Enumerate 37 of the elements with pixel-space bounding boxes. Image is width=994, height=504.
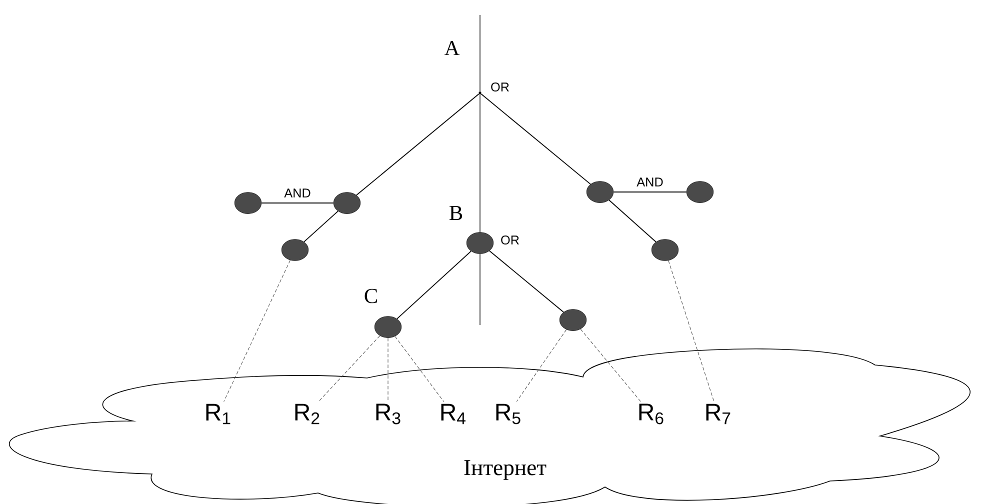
connector-line	[396, 250, 472, 320]
connector-line	[318, 336, 380, 402]
edge-label: AND	[635, 176, 665, 188]
node-dot	[559, 309, 587, 331]
node-dot	[374, 316, 402, 338]
connector-line	[356, 94, 480, 196]
connector-line	[489, 250, 564, 313]
node-dot	[466, 232, 494, 254]
connector-line	[304, 210, 338, 242]
node-dot	[686, 181, 714, 203]
router-label: R$_{2}$	[295, 404, 320, 424]
router-label: R$_{5}$	[496, 404, 520, 424]
connector-line	[608, 200, 656, 242]
node-dot	[586, 181, 614, 203]
node-label: C	[364, 288, 377, 304]
node-dot	[234, 192, 262, 214]
router-label: R$_{7}$	[706, 404, 730, 424]
node-label: B	[450, 206, 462, 220]
router-label: R$_{4}$	[441, 404, 466, 424]
node-dot	[281, 239, 309, 261]
edge-label: AND	[282, 187, 312, 199]
junction-point	[478, 92, 482, 94]
connector-line	[261, 202, 334, 204]
router-label: R$_{6}$	[639, 404, 664, 424]
connector-line	[480, 94, 591, 185]
router-label: R$_{1}$	[206, 404, 230, 424]
connector-line	[580, 328, 641, 402]
connector-line	[516, 329, 567, 402]
router-label: R$_{3}$	[376, 404, 400, 424]
node-dot	[333, 192, 361, 214]
node-label: OR	[501, 236, 519, 244]
node-label: OR	[491, 82, 509, 92]
connector-line	[224, 260, 290, 402]
node-dot	[651, 239, 679, 261]
connector-line	[668, 260, 714, 402]
node-label: A	[444, 40, 460, 56]
connector-line	[394, 336, 444, 402]
